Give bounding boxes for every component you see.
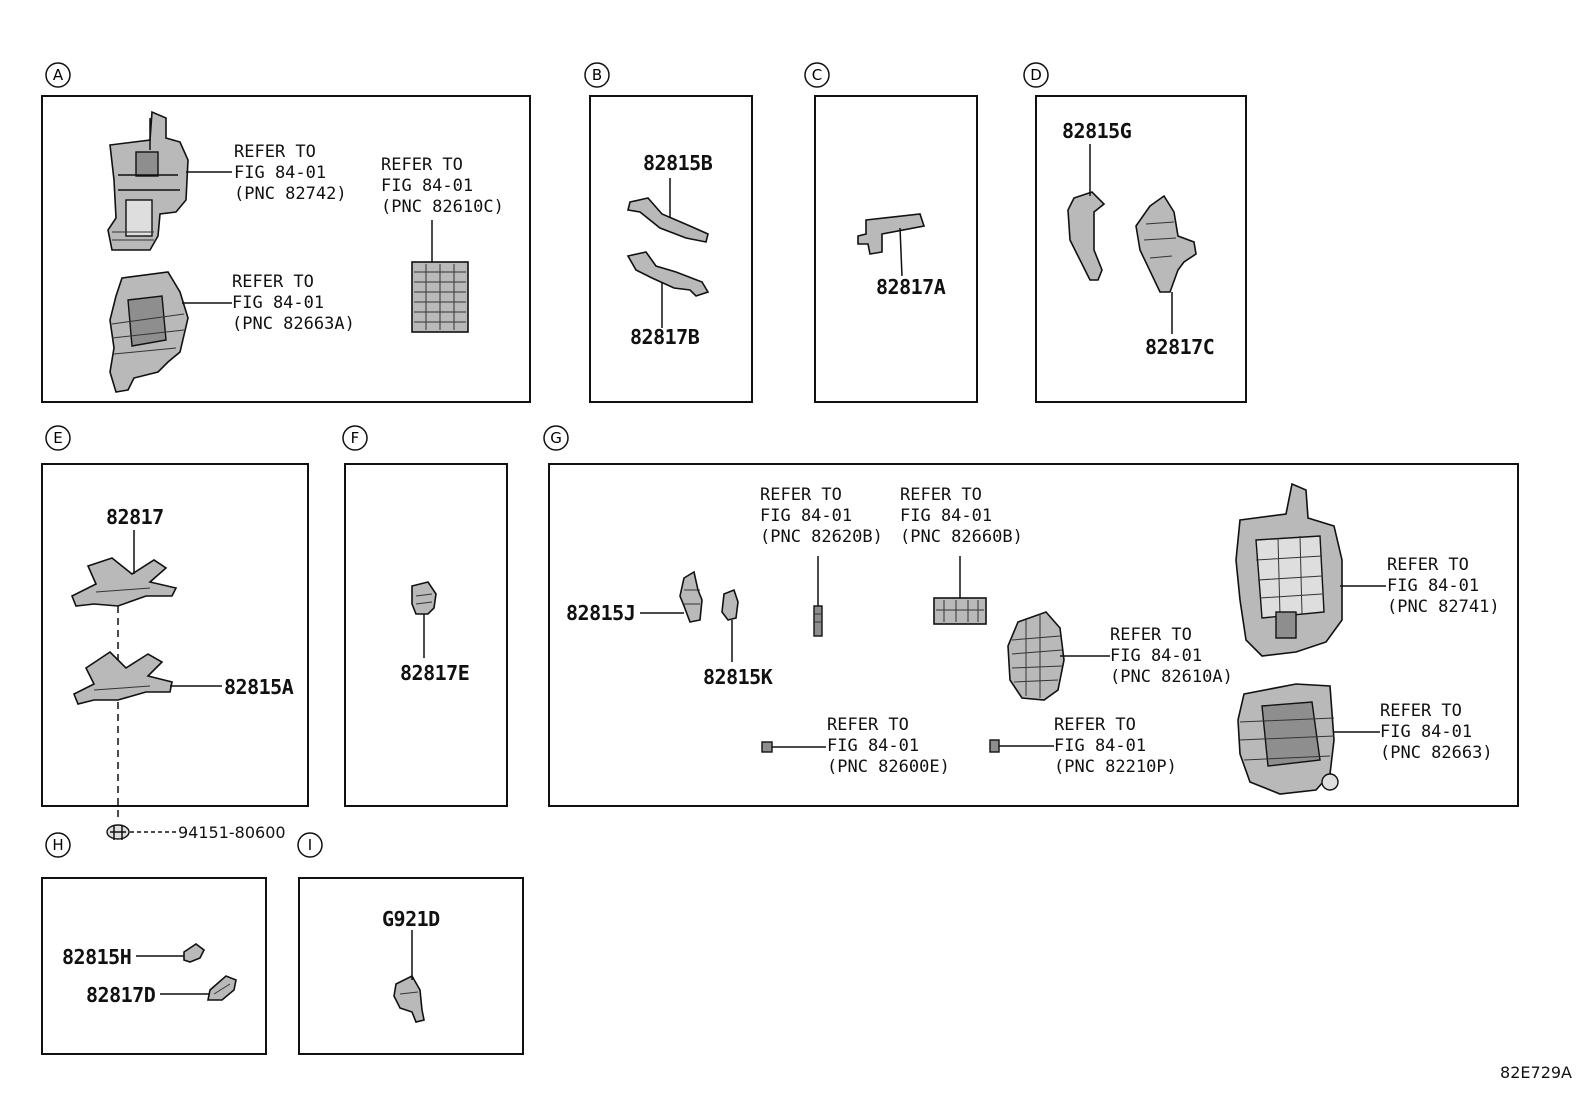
ref-g1-line1: REFER TO <box>760 485 842 505</box>
panel-letter-d: D <box>1023 62 1049 88</box>
part-junction-block-82663 <box>1237 683 1339 795</box>
ref-a1-line2: FIG 84-01 <box>234 163 326 183</box>
part-clip-82817d <box>207 975 237 1001</box>
label-82817a: 82817A <box>876 275 946 299</box>
ref-a1-line1: REFER TO <box>234 142 316 162</box>
part-connector-82610c <box>411 261 469 333</box>
part-relay-bracket-82742 <box>107 110 189 251</box>
part-connector-82610a <box>1007 611 1065 701</box>
ref-g6-line2: FIG 84-01 <box>827 736 919 756</box>
ref-g7-line1: REFER TO <box>1054 715 1136 735</box>
label-82815h: 82815H <box>62 945 131 969</box>
ref-g5-line1: REFER TO <box>1380 701 1462 721</box>
ref-g1-pnc: (PNC 82620B) <box>760 527 883 547</box>
ref-a3-line2: FIG 84-01 <box>381 176 473 196</box>
label-82817: 82817 <box>106 505 164 529</box>
panel-letter-g: G <box>543 425 569 451</box>
panel-letter-h: H <box>45 832 71 858</box>
part-junction-block-82663a <box>109 271 189 393</box>
part-bracket-82815a <box>72 650 173 705</box>
ref-g1-line2: FIG 84-01 <box>760 506 852 526</box>
part-fuse-82600e <box>761 741 773 753</box>
ref-g2-pnc: (PNC 82660B) <box>900 527 1023 547</box>
ref-g4-pnc: (PNC 82741) <box>1387 597 1500 617</box>
ref-a1-pnc: (PNC 82742) <box>234 184 347 204</box>
panel-box-c <box>814 95 978 403</box>
part-bracket-82817a <box>857 213 926 255</box>
ref-g5-pnc: (PNC 82663) <box>1380 743 1493 763</box>
part-bracket-82815b <box>627 197 709 243</box>
ref-g2-line2: FIG 84-01 <box>900 506 992 526</box>
label-82817e: 82817E <box>400 661 469 685</box>
part-bracket-82817c <box>1135 194 1197 293</box>
ref-g4-line1: REFER TO <box>1387 555 1469 575</box>
panel-box-h <box>41 877 267 1055</box>
panel-box-e <box>41 463 309 807</box>
ref-g3-line1: REFER TO <box>1110 625 1192 645</box>
part-clip-82815j <box>679 570 703 623</box>
part-bracket-82817 <box>70 557 178 607</box>
part-clip-82815h <box>183 943 206 963</box>
svg-text:F: F <box>351 429 360 447</box>
ref-g3-line2: FIG 84-01 <box>1110 646 1202 666</box>
panel-box-g <box>548 463 1519 807</box>
ref-g7-pnc: (PNC 82210P) <box>1054 757 1177 777</box>
svg-text:H: H <box>52 836 63 854</box>
ref-g6-pnc: (PNC 82600E) <box>827 757 950 777</box>
label-82815k: 82815K <box>703 665 773 689</box>
part-fuse-82620b <box>813 605 823 637</box>
label-82817c: 82817C <box>1145 335 1214 359</box>
part-clamp-82817e <box>411 581 437 615</box>
ref-g6-line1: REFER TO <box>827 715 909 735</box>
panel-letter-c: C <box>804 62 830 88</box>
part-relay-82660b <box>933 597 987 625</box>
panel-box-d <box>1035 95 1247 403</box>
label-94151-80600: 94151-80600 <box>178 823 286 842</box>
panel-box-b <box>589 95 753 403</box>
ref-a2-line2: FIG 84-01 <box>232 293 324 313</box>
label-82817b: 82817B <box>630 325 700 349</box>
ref-g5-line2: FIG 84-01 <box>1380 722 1472 742</box>
ref-g7-line2: FIG 84-01 <box>1054 736 1146 756</box>
ref-a3-pnc: (PNC 82610C) <box>381 197 504 217</box>
ref-a2-pnc: (PNC 82663A) <box>232 314 355 334</box>
ref-a2-line1: REFER TO <box>232 272 314 292</box>
svg-text:C: C <box>812 66 822 84</box>
ref-a3-line1: REFER TO <box>381 155 463 175</box>
panel-letter-b: B <box>584 62 610 88</box>
label-g921d: G921D <box>382 907 440 931</box>
panel-letter-i: I <box>297 832 323 858</box>
label-82815a: 82815A <box>224 675 294 699</box>
part-fuse-82210p <box>989 739 1000 753</box>
panel-letter-f: F <box>342 425 368 451</box>
part-clip-82815k <box>721 588 739 621</box>
svg-text:B: B <box>592 66 602 84</box>
svg-text:G: G <box>550 429 562 447</box>
label-82817d: 82817D <box>86 983 156 1007</box>
label-82815b: 82815B <box>643 151 713 175</box>
ref-g3-pnc: (PNC 82610A) <box>1110 667 1233 687</box>
part-bracket-82817b <box>626 251 710 297</box>
svg-text:E: E <box>53 429 62 447</box>
svg-text:I: I <box>308 836 312 854</box>
ref-g2-line1: REFER TO <box>900 485 982 505</box>
svg-text:A: A <box>53 66 64 84</box>
part-clamp-g921d <box>393 974 425 1023</box>
panel-letter-a: A <box>45 62 71 88</box>
leader-c <box>899 227 903 277</box>
panel-letter-e: E <box>45 425 71 451</box>
label-82815j: 82815J <box>566 601 635 625</box>
panel-box-a <box>41 95 531 403</box>
part-clip-94151 <box>106 824 130 840</box>
label-82815g: 82815G <box>1062 119 1132 143</box>
panel-box-f <box>344 463 508 807</box>
diagram-code: 82E729A <box>1500 1063 1572 1082</box>
part-relay-box-82741 <box>1235 482 1343 657</box>
panel-box-i <box>298 877 524 1055</box>
ref-g4-line2: FIG 84-01 <box>1387 576 1479 596</box>
part-bracket-82815g <box>1067 191 1106 281</box>
svg-text:D: D <box>1030 66 1042 84</box>
